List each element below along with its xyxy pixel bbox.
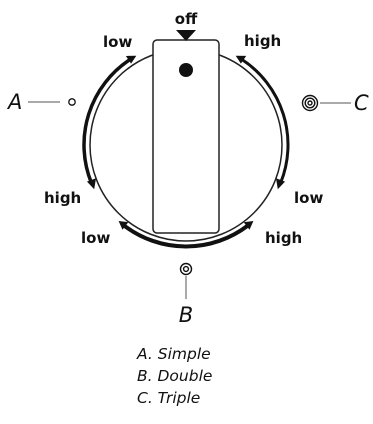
ring-type-legend: A. Simple B. Double C. Triple <box>137 343 337 409</box>
arc-b-low-arrowhead <box>118 221 129 230</box>
off-pointer-arrow <box>176 30 196 41</box>
arc-b-low-label: low <box>81 229 110 247</box>
arc-a-high-arrowhead <box>87 178 96 190</box>
arc-a-low-arrowhead <box>125 55 137 64</box>
arc-a-range <box>82 57 132 184</box>
callout-c-letter: C <box>354 91 369 115</box>
triple-ring-icon <box>301 94 319 112</box>
arc-b-high-label: high <box>265 229 302 247</box>
arc-c-high-arrowhead <box>235 55 247 64</box>
double-ring-icon <box>179 262 193 276</box>
arc-c-low-label: low <box>294 189 323 207</box>
legend-item-simple: A. Simple <box>137 345 211 363</box>
arc-c-range <box>240 58 290 184</box>
callout-a-letter: A <box>6 90 22 114</box>
knob-indicator-dot <box>179 63 193 77</box>
arc-a-high-label: high <box>44 189 81 207</box>
arc-b-range <box>122 224 250 249</box>
legend-item-double: B. Double <box>137 367 213 385</box>
simple-ring-icon <box>68 98 76 106</box>
off-label: off <box>175 10 198 28</box>
arc-c-low-arrowhead <box>276 178 285 190</box>
arc-c-high-label: high <box>244 32 281 50</box>
arc-b-high-arrowhead <box>243 221 254 230</box>
arc-a-low-label: low <box>103 33 132 51</box>
callout-b-letter: B <box>179 303 193 327</box>
legend-item-triple: C. Triple <box>137 389 201 407</box>
